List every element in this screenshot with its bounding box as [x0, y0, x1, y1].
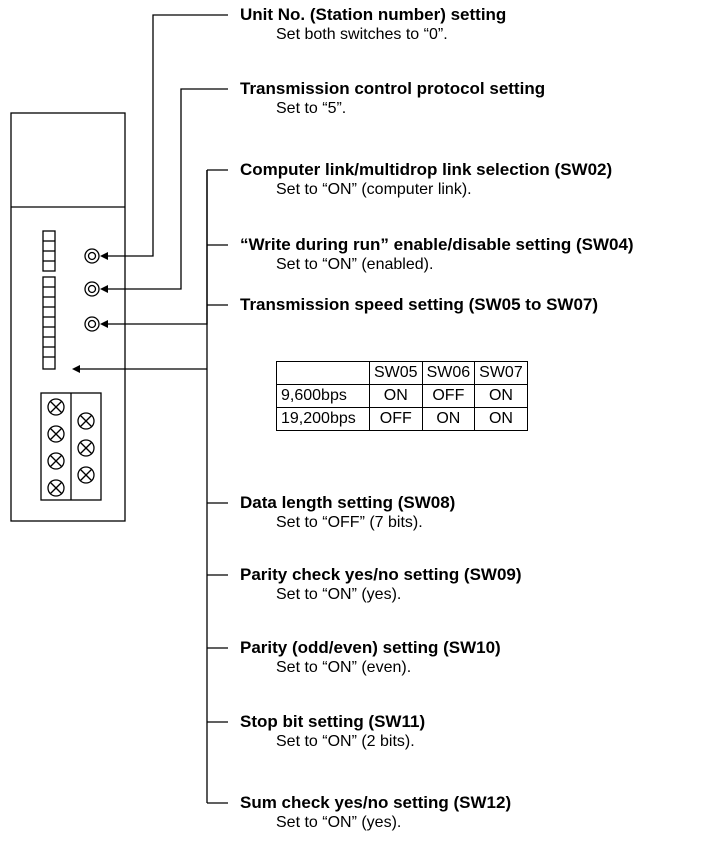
setting-unit-no: Unit No. (Station number) setting Set bo… [240, 5, 506, 45]
setting-title: Transmission control protocol setting [240, 79, 546, 98]
setting-sw04: “Write during run” enable/disable settin… [240, 235, 634, 275]
arrow-rotary-1 [100, 252, 108, 260]
setting-sw08: Data length setting (SW08) Set to “OFF” … [240, 493, 455, 533]
table-cell: ON [474, 407, 528, 431]
setting-sw05-07: Transmission speed setting (SW05 to SW07… [240, 295, 598, 315]
table-header-cell: SW06 [421, 361, 476, 385]
setting-desc: Set both switches to “0”. [276, 26, 448, 43]
setting-sw02: Computer link/multidrop link selection (… [240, 160, 612, 200]
table-cell: OFF [421, 384, 476, 408]
setting-title: Parity (odd/even) setting (SW10) [240, 638, 501, 657]
arrow-rotary-2 [100, 285, 108, 293]
leader-protocol [107, 88, 228, 290]
table-header-cell: SW05 [369, 361, 423, 385]
speed-table: SW05 SW06 SW07 9,600bps ON OFF ON 19,200… [276, 361, 528, 431]
speed-table-header: SW05 SW06 SW07 [276, 361, 528, 385]
setting-title: Stop bit setting (SW11) [240, 712, 426, 731]
table-row: 19,200bps OFF ON ON [276, 407, 528, 431]
dip-switch-bank-2 [42, 276, 56, 370]
leader-unit-no [107, 14, 228, 257]
table-cell: 9,600bps [276, 384, 370, 408]
setting-sw12: Sum check yes/no setting (SW12) Set to “… [240, 793, 511, 833]
setting-sw09: Parity check yes/no setting (SW09) Set t… [240, 565, 522, 605]
setting-title: Unit No. (Station number) setting [240, 5, 507, 24]
setting-title: “Write during run” enable/disable settin… [240, 235, 634, 254]
arrow-dip-bank [72, 365, 80, 373]
table-cell: ON [369, 384, 423, 408]
setting-desc: Set to “5”. [276, 100, 347, 117]
setting-desc: Set to “ON” (even). [276, 659, 412, 676]
setting-title: Sum check yes/no setting (SW12) [240, 793, 512, 812]
setting-desc: Set to “ON” (computer link). [276, 181, 472, 198]
arrow-rotary-3 [100, 320, 108, 328]
setting-desc: Set to “ON” (2 bits). [276, 733, 415, 750]
setting-title: Parity check yes/no setting (SW09) [240, 565, 522, 584]
table-cell: 19,200bps [276, 407, 370, 431]
leader-rotary-3 [107, 170, 208, 325]
setting-desc: Set to “ON” (enabled). [276, 256, 434, 273]
setting-desc: Set to “ON” (yes). [276, 586, 402, 603]
table-header-cell: SW07 [474, 361, 528, 385]
table-cell [276, 361, 370, 385]
setting-desc: Set to “OFF” (7 bits). [276, 514, 423, 531]
setting-title: Transmission speed setting (SW05 to SW07… [240, 295, 599, 314]
module-body [10, 112, 126, 522]
setting-sw11: Stop bit setting (SW11) Set to “ON” (2 b… [240, 712, 425, 752]
table-row: 9,600bps ON OFF ON [276, 384, 528, 408]
table-cell: OFF [369, 407, 423, 431]
rotary-switch-1 [84, 248, 100, 264]
table-cell: ON [421, 407, 476, 431]
rotary-switch-2 [84, 281, 100, 297]
setting-sw10: Parity (odd/even) setting (SW10) Set to … [240, 638, 501, 678]
setting-protocol: Transmission control protocol setting Se… [240, 79, 545, 119]
setting-desc: Set to “ON” (yes). [276, 814, 402, 831]
terminal-screws [47, 398, 95, 497]
setting-title: Data length setting (SW08) [240, 493, 456, 512]
rotary-switch-3 [84, 316, 100, 332]
table-cell: ON [474, 384, 528, 408]
setting-title: Computer link/multidrop link selection (… [240, 160, 613, 179]
